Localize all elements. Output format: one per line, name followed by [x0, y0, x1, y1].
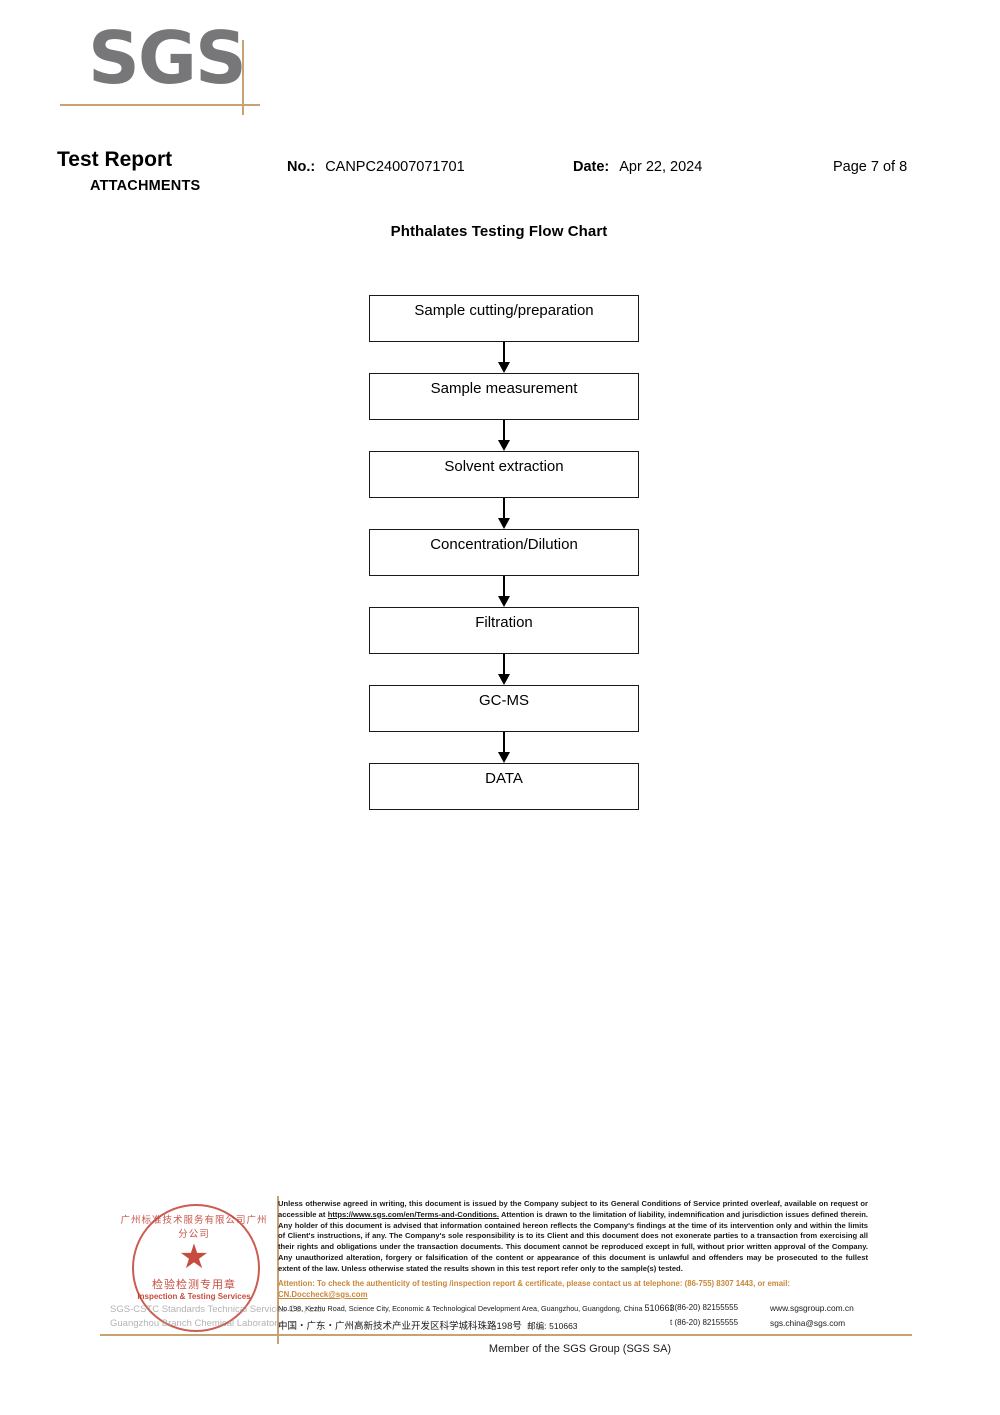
arrow-shaft: [503, 732, 505, 754]
arrow-head: [498, 752, 510, 763]
address-english-zip: 510663: [644, 1303, 675, 1313]
flow-step-label: DATA: [485, 770, 523, 787]
flow-step-box: DATA: [369, 763, 639, 810]
legal-disclaimer: Unless otherwise agreed in writing, this…: [278, 1199, 868, 1274]
flow-arrow-icon: [369, 732, 639, 763]
address-english: No.198, Kezhu Road, Science City, Econom…: [278, 1303, 675, 1313]
flow-arrow-icon: [369, 654, 639, 685]
flow-step-label: GC-MS: [479, 692, 529, 709]
legal-paragraph-2: Attention is drawn to the limitation of …: [278, 1209, 868, 1273]
postcode-label: 邮编:: [527, 1321, 547, 1331]
flow-step-box: Sample measurement: [369, 373, 639, 420]
flow-step-box: Solvent extraction: [369, 451, 639, 498]
report-number-value: CANPC24007071701: [325, 159, 465, 175]
arrow-shaft: [503, 654, 505, 676]
arrow-head: [498, 518, 510, 529]
flow-step-label: Sample cutting/preparation: [414, 302, 594, 319]
report-date-field: Date: Apr 22, 2024: [573, 159, 702, 175]
stamp-watermark-line-1: SGS-CSTC Standards Technical Services Co…: [110, 1304, 325, 1315]
star-icon: ★: [178, 1238, 210, 1276]
address-row-en: No.198, Kezhu Road, Science City, Econom…: [278, 1303, 912, 1318]
flow-step-box: Sample cutting/preparation: [369, 295, 639, 342]
flow-step-label: Sample measurement: [430, 380, 578, 397]
flow-step-label: Solvent extraction: [444, 458, 564, 475]
flow-arrow-icon: [369, 420, 639, 451]
arrow-shaft: [503, 420, 505, 442]
footer-horizontal-rule: [100, 1334, 912, 1336]
logo-horizontal-rule: [60, 104, 260, 106]
doccheck-email-link[interactable]: CN.Doccheck@sgs.com: [278, 1289, 368, 1299]
arrow-shaft: [503, 576, 505, 598]
phthalates-testing-flowchart: Sample cutting/preparation Sample measur…: [369, 295, 641, 810]
address-chinese-text: 中国・广东・广州高新技术产业开发区科学城科珠路198号: [278, 1321, 522, 1332]
report-date-value: Apr 22, 2024: [619, 159, 703, 175]
page-title: Test Report: [57, 148, 173, 171]
legal-paragraph-1: Unless otherwise agreed in writing, this…: [278, 1199, 868, 1219]
stamp-chinese-label: 检验检测专用章: [152, 1279, 236, 1291]
report-title-block: Test Report ATTACHMENTS: [57, 148, 200, 194]
flow-step-label: Filtration: [475, 614, 533, 631]
stamp-company-arc-text: 广州标准技术服务有限公司广州分公司: [120, 1215, 268, 1240]
arrow-head: [498, 440, 510, 451]
stamp-english-label: Inspection & Testing Services: [137, 1292, 251, 1301]
address-english-text: No.198, Kezhu Road, Science City, Econom…: [278, 1304, 643, 1313]
flow-step-box: Concentration/Dilution: [369, 529, 639, 576]
flow-step-box: Filtration: [369, 607, 639, 654]
report-date-label: Date:: [573, 159, 610, 175]
flow-arrow-icon: [369, 342, 639, 373]
member-of-sgs-group: Member of the SGS Group (SGS SA): [488, 1343, 672, 1355]
sgs-logo-icon: SGS: [88, 16, 247, 100]
address-row-cn: 中国・广东・广州高新技术产业开发区科学城科珠路198号 邮编: 510663 t…: [278, 1318, 912, 1333]
footer-vertical-divider: [277, 1196, 279, 1344]
postcode-value: 510663: [549, 1321, 578, 1331]
telephone-2: t (86-20) 82155555: [670, 1318, 739, 1327]
address-chinese: 中国・广东・广州高新技术产业开发区科学城科珠路198号 邮编: 510663: [278, 1318, 578, 1332]
arrow-head: [498, 596, 510, 607]
arrow-head: [498, 362, 510, 373]
flow-step-box: GC-MS: [369, 685, 639, 732]
stamp-watermark-line-2: Guangzhou Branch Chemical Laboratory: [110, 1318, 283, 1329]
flow-arrow-icon: [369, 498, 639, 529]
attention-notice: Attention: To check the authenticity of …: [278, 1279, 870, 1301]
arrow-shaft: [503, 342, 505, 364]
page-number: Page 7 of 8: [833, 159, 908, 175]
email-address[interactable]: sgs.china@sgs.com: [770, 1318, 846, 1328]
page-subtitle: ATTACHMENTS: [90, 178, 201, 195]
logo-vertical-rule: [242, 40, 244, 115]
flow-step-label: Concentration/Dilution: [430, 536, 578, 553]
arrow-shaft: [503, 498, 505, 520]
attention-text: Attention: To check the authenticity of …: [278, 1279, 790, 1288]
report-number-label: No.:: [287, 159, 316, 175]
flow-arrow-icon: [369, 576, 639, 607]
company-address-block: No.198, Kezhu Road, Science City, Econom…: [278, 1303, 912, 1333]
flowchart-title-text: Phthalates Testing Flow Chart: [390, 223, 608, 240]
stamp-circle-outline: [132, 1204, 260, 1332]
telephone-1: t (86-20) 82155555: [670, 1303, 739, 1312]
flowchart-title: Phthalates Testing Flow Chart: [0, 223, 1000, 240]
inspection-stamp: 广州标准技术服务有限公司广州分公司 ★ 检验检测专用章 Inspection &…: [110, 1204, 325, 1332]
terms-and-conditions-link[interactable]: https://www.sgs.com/en/Terms-and-Conditi…: [327, 1209, 499, 1219]
arrow-head: [498, 674, 510, 685]
report-number-field: No.: CANPC24007071701: [287, 159, 465, 175]
sgs-logo-area: SGS: [0, 0, 1000, 140]
website-url[interactable]: www.sgsgroup.com.cn: [770, 1303, 854, 1313]
